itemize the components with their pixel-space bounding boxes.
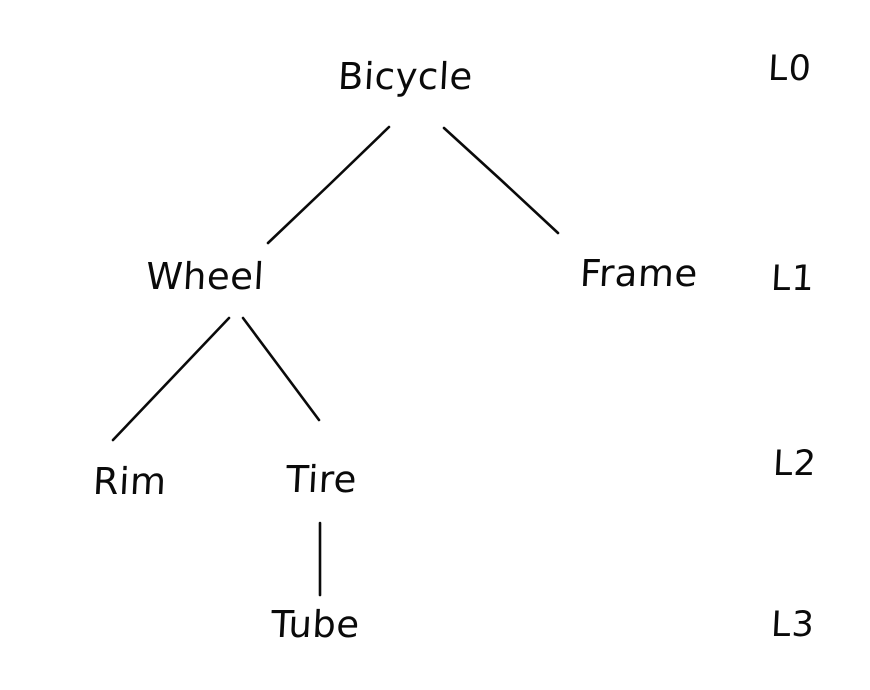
edge-bicycle-frame bbox=[442, 126, 560, 235]
edge-bicycle-wheel bbox=[266, 125, 391, 245]
node-wheel[interactable]: Wheel bbox=[144, 255, 266, 298]
edge-wheel-rim bbox=[111, 316, 231, 442]
level-label-l1: L1 bbox=[769, 259, 816, 299]
edge-wheel-tire bbox=[241, 316, 321, 422]
node-frame[interactable]: Frame bbox=[578, 252, 699, 295]
level-label-l2: L2 bbox=[771, 444, 818, 484]
level-label-l0: L0 bbox=[766, 49, 813, 89]
node-tire[interactable]: Tire bbox=[284, 458, 359, 501]
node-bicycle[interactable]: Bicycle bbox=[336, 55, 474, 98]
level-label-l3: L3 bbox=[769, 605, 816, 645]
node-tube[interactable]: Tube bbox=[269, 603, 361, 646]
node-rim[interactable]: Rim bbox=[91, 460, 168, 503]
